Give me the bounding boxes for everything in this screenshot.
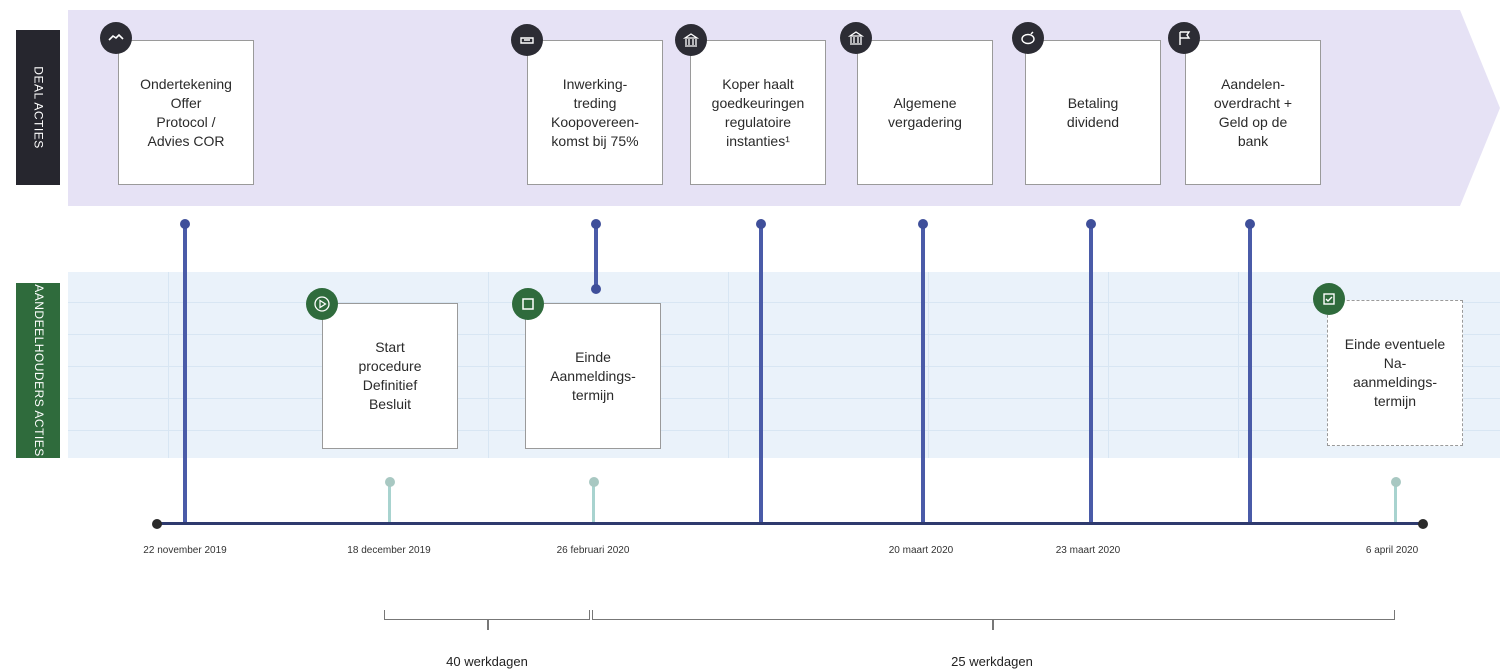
shareholder-box-start-procedure-text: Start procedure Definitief Besluit (358, 339, 422, 412)
deal-actions-label-text: DEAL ACTIES (31, 66, 46, 149)
date-label-5: 23 maart 2020 (1055, 545, 1121, 556)
deal-connector-dot-3 (756, 219, 766, 229)
deal-connector-2 (594, 224, 598, 290)
shareholder-box-end-registration-text: Einde Aanmeldings- termijn (550, 348, 636, 403)
deal-connector-dot-4 (918, 219, 928, 229)
deal-box-general-meeting: Algemene vergadering (857, 40, 993, 185)
deal-box-dividend-text: Betaling dividend (1066, 94, 1120, 130)
deal-connector-5 (1089, 224, 1093, 524)
deal-box-agreement-text: Inwerking- treding Koopovereen- komst bi… (551, 75, 639, 149)
handshake-icon (100, 22, 132, 54)
timeline-start-dot (152, 519, 162, 529)
bank-building-icon (675, 24, 707, 56)
bank-building-icon (840, 22, 872, 54)
shareholder-box-end-registration: Einde Aanmeldings- termijn (525, 303, 661, 449)
deal-box-signing-text: Ondertekening Offer Protocol / Advies CO… (140, 75, 232, 149)
timeline-end-dot (1418, 519, 1428, 529)
deal-box-signing: Ondertekening Offer Protocol / Advies CO… (118, 40, 254, 185)
deal-box-regulatory: Koper haalt goedkeuringen regulatoire in… (690, 40, 826, 185)
shareholder-connector-1 (388, 482, 391, 524)
deal-box-share-transfer: Aandelen- overdracht + Geld op de bank (1185, 40, 1321, 185)
shareholder-box-post-registration: Einde eventuele Na- aanmeldings- termijn (1327, 300, 1463, 446)
shareholder-actions-label: AANDEELHOUDERS ACTIES (16, 283, 60, 458)
date-label-2: 18 december 2019 (347, 545, 431, 556)
deal-connector-dot-2 (591, 219, 601, 229)
agreement-icon (511, 24, 543, 56)
date-label-1: 22 november 2019 (143, 545, 227, 556)
deal-box-agreement: Inwerking- treding Koopovereen- komst bi… (527, 40, 663, 185)
deal-actions-label: DEAL ACTIES (16, 30, 60, 185)
duration-brace-25-tick (992, 620, 994, 630)
deal-box-dividend: Betaling dividend (1025, 40, 1161, 185)
deal-box-share-transfer-text: Aandelen- overdracht + Geld op de bank (1213, 75, 1293, 149)
shareholder-connector-3 (1394, 482, 1397, 524)
shareholder-box-start-procedure: Start procedure Definitief Besluit (322, 303, 458, 449)
duration-label-40: 40 werkdagen (446, 654, 528, 669)
deal-box-general-meeting-text: Algemene vergadering (888, 94, 962, 130)
deal-connector-dot-1 (180, 219, 190, 229)
duration-label-25: 25 werkdagen (951, 654, 1033, 669)
deal-actions-band-arrow (1460, 10, 1500, 206)
date-label-6: 6 april 2020 (1365, 545, 1419, 556)
timeline-axis (155, 522, 1425, 525)
flag-icon (1168, 22, 1200, 54)
date-label-3: 26 februari 2020 (556, 545, 630, 556)
duration-brace-25 (592, 610, 1395, 620)
deal-box-regulatory-text: Koper haalt goedkeuringen regulatoire in… (711, 75, 805, 149)
deal-connector-dot-6 (1245, 219, 1255, 229)
deal-connector-dot-5 (1086, 219, 1096, 229)
shareholder-connector-dot-2 (589, 477, 599, 487)
shareholder-actions-label-text: AANDEELHOUDERS ACTIES (31, 284, 46, 457)
deal-connector-dot-2b (591, 284, 601, 294)
piggy-bank-icon (1012, 22, 1044, 54)
play-icon (306, 288, 338, 320)
checkbox-icon (1313, 283, 1345, 315)
deal-connector-4 (921, 224, 925, 524)
shareholder-connector-2 (592, 482, 595, 524)
deal-connector-6 (1248, 224, 1252, 524)
shareholder-connector-dot-1 (385, 477, 395, 487)
shareholder-actions-band (68, 272, 1500, 458)
shareholder-connector-dot-3 (1391, 477, 1401, 487)
shareholder-box-post-registration-text: Einde eventuele Na- aanmeldings- termijn (1344, 336, 1446, 409)
stop-icon (512, 288, 544, 320)
deal-connector-1 (183, 224, 187, 524)
date-label-4: 20 maart 2020 (888, 545, 954, 556)
duration-brace-40 (384, 610, 590, 620)
duration-brace-40-tick (487, 620, 489, 630)
deal-connector-3 (759, 224, 763, 524)
